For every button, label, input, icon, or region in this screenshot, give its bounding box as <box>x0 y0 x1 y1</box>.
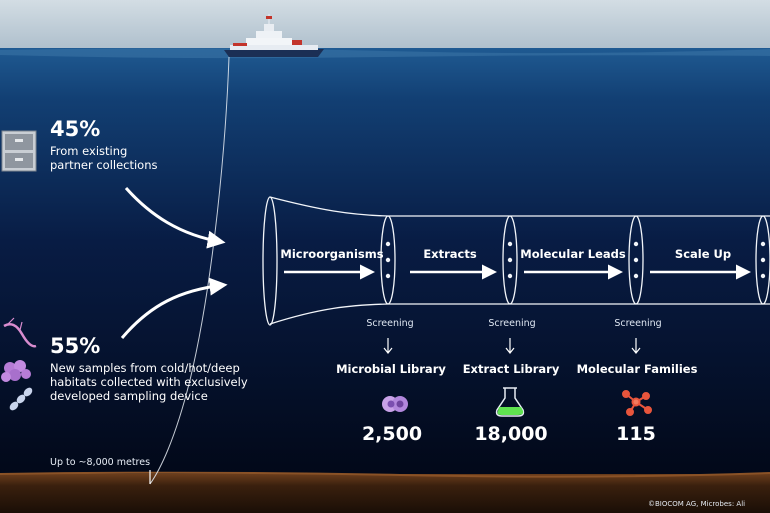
pipeline-rings <box>380 215 770 305</box>
screening-arrows <box>383 338 641 354</box>
source-existing-description: From existing partner collections <box>50 144 158 172</box>
filing-cabinet-icon <box>1 130 37 172</box>
seabed <box>0 474 770 513</box>
research-ship-icon <box>224 14 324 57</box>
pipeline-ring-1 <box>380 215 396 305</box>
pipeline-ring-2 <box>502 215 518 305</box>
seabed-edge <box>0 471 770 478</box>
output-extract-library: Extract Library <box>462 362 560 376</box>
screening-label-3: Screening <box>614 318 662 329</box>
source-arrow-existing <box>124 187 226 249</box>
source-existing-percent: 45% <box>50 117 101 141</box>
output-microbial-library: Microbial Library <box>336 362 446 376</box>
source-arrow-new <box>120 277 228 339</box>
screening-label-1: Screening <box>366 318 414 329</box>
flask-icon <box>495 387 525 417</box>
stage-scale-up: Scale Up <box>674 247 732 261</box>
microbe-cells-icon <box>382 396 408 412</box>
microbes-icon <box>1 317 37 411</box>
count-microbial-library: 2,500 <box>361 423 423 445</box>
ocean <box>0 48 770 478</box>
stage-extracts: Extracts <box>423 247 477 261</box>
depth-label: Up to ~8,000 metres <box>50 457 151 468</box>
pipeline-ring-3 <box>628 215 644 305</box>
stage-molecular-leads: Molecular Leads <box>520 247 626 261</box>
pipeline-funnel <box>262 196 770 326</box>
ring-dots <box>385 241 766 279</box>
source-new-percent: 55% <box>50 334 101 358</box>
source-new-description: New samples from cold/hot/deep habitats … <box>50 361 248 403</box>
count-extract-library: 18,000 <box>474 423 548 445</box>
sky <box>0 0 770 50</box>
image-credit: ©BIOCOM AG, Microbes: Ali <box>648 500 746 508</box>
water-surface <box>0 48 770 59</box>
screening-label-2: Screening <box>488 318 536 329</box>
pipeline-ring-4 <box>755 215 770 305</box>
molecule-icon <box>622 390 652 416</box>
stage-microorganisms: Microorganisms <box>280 247 384 261</box>
output-molecular-families: Molecular Families <box>576 362 698 376</box>
count-molecular-families: 115 <box>616 423 656 445</box>
sampling-cable <box>149 56 230 485</box>
